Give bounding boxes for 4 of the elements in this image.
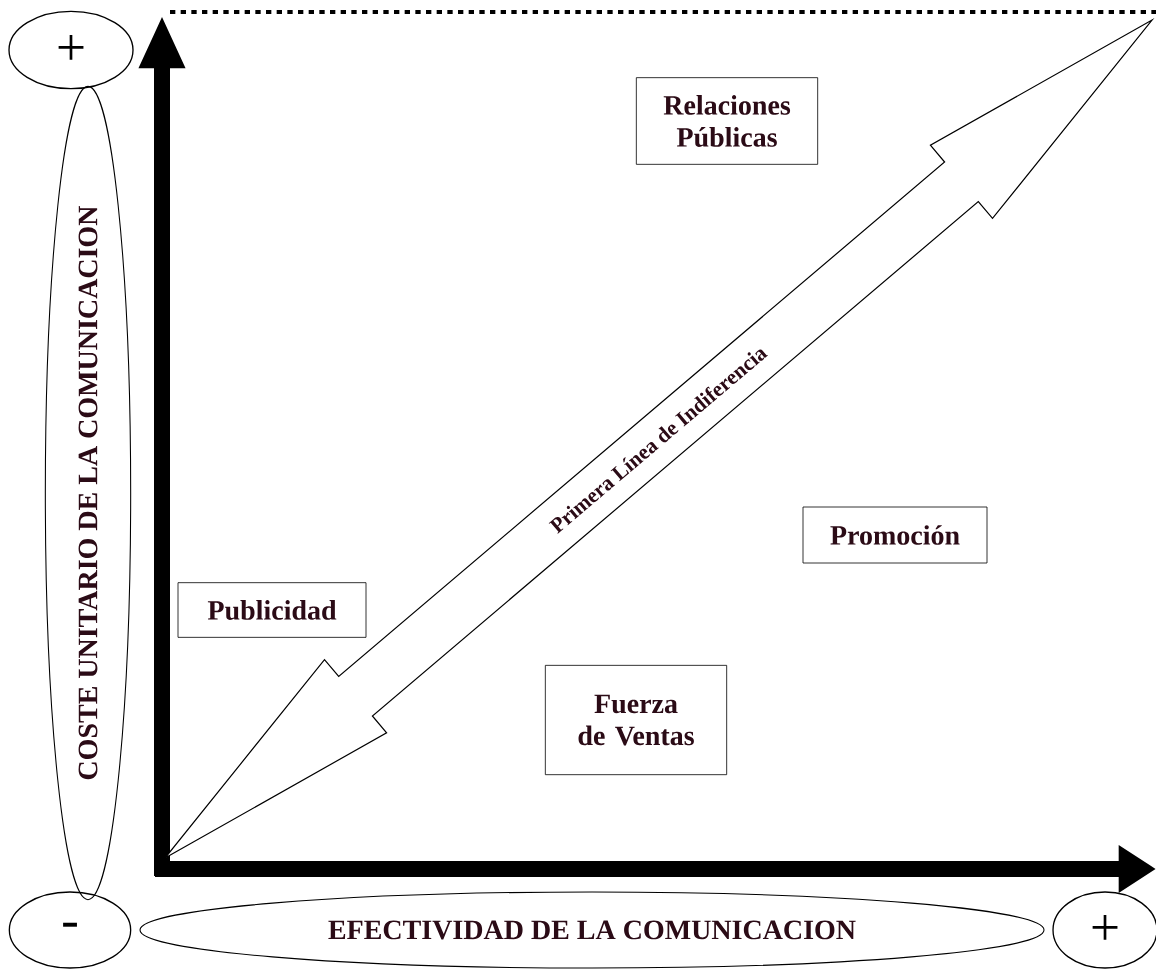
quadrant-box: Publicidad [177, 582, 367, 638]
quadrant-box: Relaciones Públicas [635, 77, 819, 165]
quadrant-box: Promoción [802, 506, 988, 564]
quadrant-box: Fuerza de Ventas [544, 664, 728, 776]
